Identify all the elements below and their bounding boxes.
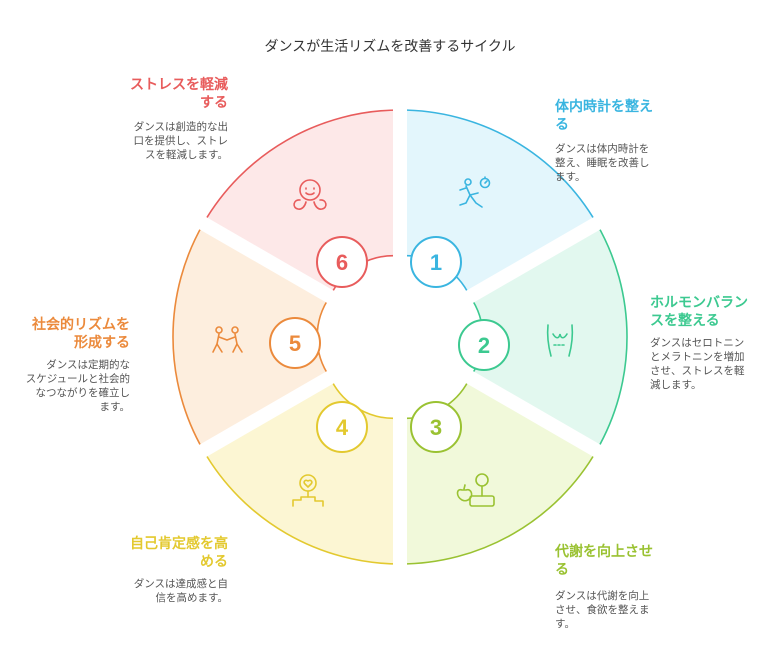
diagram-title: ダンスが生活リズムを改善するサイクル: [264, 39, 516, 55]
step-3-title: 代謝を向上させる: [555, 544, 653, 578]
step-5-description: ダンスは定期的なスケジュールと社会的なつながりを確立します。: [25, 359, 130, 413]
step-4-title: 自己肯定感を高める: [130, 536, 228, 570]
badge-2-number: 2: [478, 333, 490, 358]
step-5-title: 社会的リズムを形成する: [32, 317, 130, 351]
scale-icon: [456, 473, 495, 507]
badge-4: 4: [316, 401, 368, 453]
step-2-title: ホルモンバランスを整える: [650, 295, 748, 329]
badge-4-number: 4: [336, 415, 349, 440]
badge-2: 2: [458, 319, 510, 371]
badge-6: 6: [316, 236, 368, 288]
badge-5-number: 5: [289, 331, 301, 356]
torso-icon: [546, 324, 574, 357]
step-1-description: ダンスは体内時計を整え、睡眠を改善します。: [555, 143, 650, 183]
dancer-icon: [459, 176, 491, 208]
step-6-description: ダンスは創造的な出口を提供し、ストレスを軽減します。: [133, 121, 229, 161]
badge-1: 1: [410, 236, 462, 288]
badge-1-number: 1: [430, 250, 442, 275]
badge-5: 5: [269, 317, 321, 369]
step-4-description: ダンスは達成感と自信を高めます。: [133, 578, 228, 604]
podium-heart-icon: [292, 474, 324, 507]
badge-6-number: 6: [336, 250, 348, 275]
hugging-icon: [293, 179, 327, 210]
badge-3-number: 3: [430, 415, 442, 440]
dancing-couple-icon: [212, 326, 243, 353]
step-3-description: ダンスは代謝を向上させ、食欲を整えます。: [555, 590, 650, 630]
badge-3: 3: [410, 401, 462, 453]
step-6-title: ストレスを軽減する: [130, 77, 228, 111]
step-1-title: 体内時計を整える: [555, 99, 653, 133]
segment-separators: [191, 100, 609, 574]
step-2-description: ダンスはセロトニンとメラトニンを増加させ、ストレスを軽減します。: [650, 337, 745, 391]
